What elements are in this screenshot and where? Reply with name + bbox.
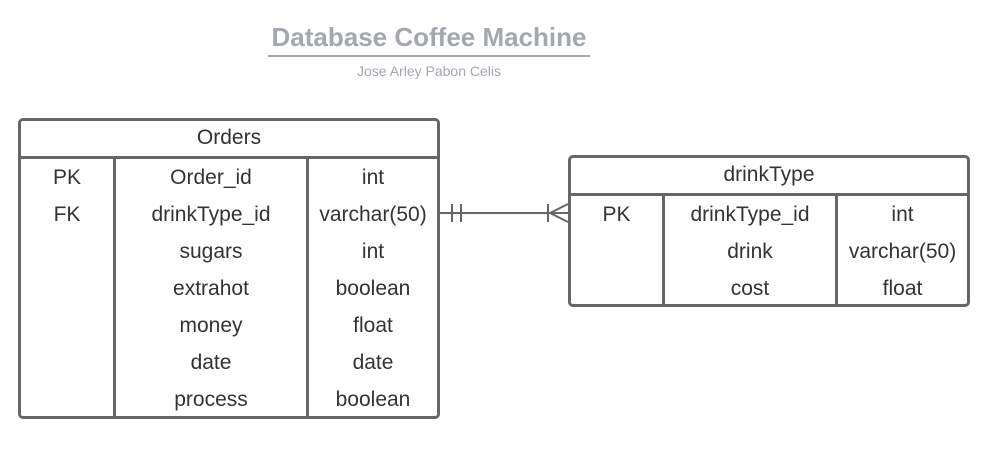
drinktype-key-column: PK bbox=[571, 196, 662, 304]
orders-row-6-type: boolean bbox=[335, 388, 411, 411]
entity-orders-body: PK FK Order_id drinkType_id sugars extra… bbox=[21, 159, 437, 416]
orders-row-5-type: date bbox=[352, 351, 394, 374]
crowfoot-upper bbox=[549, 203, 569, 214]
orders-row-0-field: Order_id bbox=[170, 166, 252, 189]
drinktype-row-1-field: drink bbox=[727, 240, 773, 263]
orders-field-column: Order_id drinkType_id sugars extrahot mo… bbox=[113, 159, 306, 416]
drinktype-row-0-field: drinkType_id bbox=[690, 203, 810, 226]
orders-row-6-field: process bbox=[174, 388, 248, 411]
entity-drinktype-title: drinkType bbox=[571, 158, 967, 196]
entity-drinktype[interactable]: drinkType PK drinkType_id drink cost int… bbox=[568, 155, 970, 307]
drinktype-row-1-type: varchar(50) bbox=[848, 240, 957, 263]
diagram-title: Database Coffee Machine bbox=[271, 22, 587, 52]
orders-row-0-key: PK bbox=[52, 166, 81, 189]
orders-row-0-type: int bbox=[361, 166, 385, 189]
orders-row-3-field: extrahot bbox=[173, 277, 249, 300]
entity-drinktype-body: PK drinkType_id drink cost int varchar(5… bbox=[571, 196, 967, 304]
entity-orders[interactable]: Orders PK FK Order_id drinkType_id sugar… bbox=[18, 118, 440, 419]
orders-row-4-type: float bbox=[353, 314, 393, 337]
drinktype-row-0-key: PK bbox=[602, 203, 631, 226]
title-underline bbox=[268, 55, 590, 57]
orders-row-3-type: boolean bbox=[335, 277, 411, 300]
orders-type-column: int varchar(50) int boolean float date b… bbox=[306, 159, 437, 416]
orders-row-2-field: sugars bbox=[179, 240, 243, 263]
drinktype-row-0-type: int bbox=[891, 203, 914, 226]
orders-row-4-field: money bbox=[179, 314, 243, 337]
orders-key-column: PK FK bbox=[21, 159, 113, 416]
orders-row-1-field: drinkType_id bbox=[151, 203, 271, 226]
orders-row-5-field: date bbox=[190, 351, 232, 374]
orders-row-2-type: int bbox=[361, 240, 385, 263]
drinktype-field-column: drinkType_id drink cost bbox=[662, 196, 835, 304]
drinktype-type-column: int varchar(50) float bbox=[835, 196, 967, 304]
entity-orders-title: Orders bbox=[21, 121, 437, 159]
diagram-subtitle: Jose Arley Pabon Celis bbox=[357, 63, 501, 79]
crowfoot-lower bbox=[549, 212, 569, 223]
drinktype-row-2-type: float bbox=[882, 277, 923, 300]
orders-row-1-key: FK bbox=[53, 203, 81, 226]
drinktype-row-2-field: cost bbox=[730, 277, 770, 300]
orders-row-1-type: varchar(50) bbox=[319, 203, 427, 226]
